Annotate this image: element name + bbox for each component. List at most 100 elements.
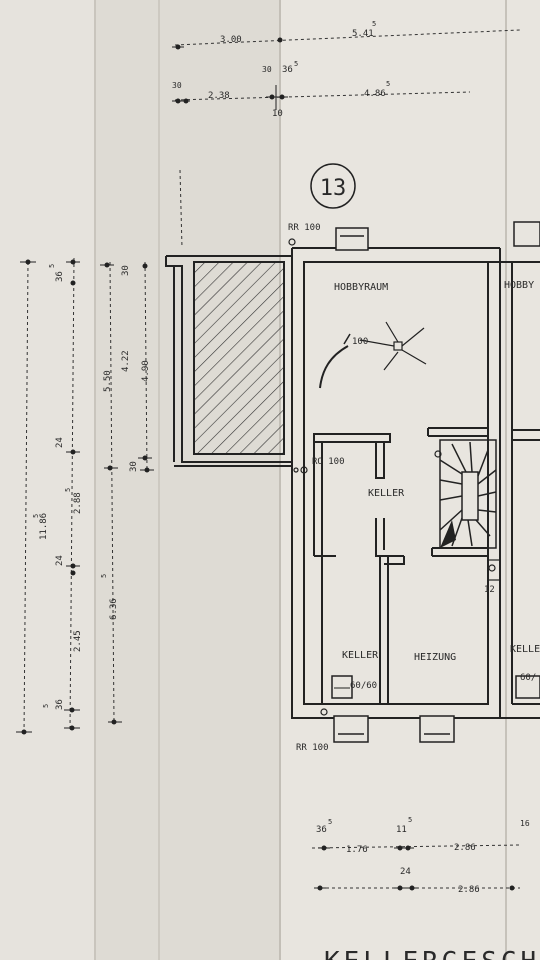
dimension-tick xyxy=(70,570,76,576)
pipe-label-neighbor-shaft: 60/ xyxy=(520,673,536,683)
partition-wall xyxy=(313,442,323,556)
partition-wall xyxy=(313,433,391,443)
pipe-marker xyxy=(293,467,299,473)
partition-wall xyxy=(375,442,385,479)
dim-bot-16: 16 xyxy=(520,819,530,828)
partition-wall xyxy=(379,556,389,704)
pipe-label-rr-top: RR 100 xyxy=(288,223,321,233)
dimension-tick xyxy=(70,280,76,286)
dim-left-36b-sup: 5 xyxy=(42,704,50,708)
neighbor-wall xyxy=(512,429,540,441)
leader-line xyxy=(179,169,183,249)
pipe-label-vent: 100 xyxy=(352,337,368,347)
dim-bot-176: 1.76 xyxy=(346,845,368,855)
pipe-label-rr-bottom: RR 100 xyxy=(296,743,329,753)
dimension-tick xyxy=(277,37,283,43)
pipe-label-shaft: 60/60 xyxy=(350,681,377,691)
stair-box xyxy=(487,559,501,581)
window xyxy=(333,715,369,743)
dim-bot-11: 11 xyxy=(396,825,407,835)
pipe-marker xyxy=(434,450,442,458)
dim-mid-550: 5.50 xyxy=(103,370,113,392)
dim-mid-490: 4.90 xyxy=(141,360,151,382)
dimension-line xyxy=(23,261,29,736)
paper-sheet-left xyxy=(0,0,95,960)
fold-line xyxy=(158,0,160,960)
pipe-marker xyxy=(288,238,296,246)
floor-title: KELLERGESCHO xyxy=(324,947,540,960)
partition-wall xyxy=(427,427,488,437)
dim-mid-636-sup: 5 xyxy=(100,574,108,578)
dim-bot-11-sup: 5 xyxy=(408,816,412,824)
dim-left-total: 11.86 xyxy=(39,513,49,540)
window xyxy=(419,715,455,743)
fold-line xyxy=(94,0,96,960)
dim-left-288: 2.88 xyxy=(73,492,83,514)
dimension-tick xyxy=(509,885,515,891)
dimension-line xyxy=(144,261,148,471)
pipe-label-ro: RO 100 xyxy=(312,457,345,467)
staircase xyxy=(439,439,497,549)
dim-left-24a: 24 xyxy=(55,437,65,448)
neighbor-wall xyxy=(488,248,540,719)
window xyxy=(335,227,369,251)
pipe-label-stair-note: 12 xyxy=(484,585,495,595)
dim-top-row1-b: 5.41 xyxy=(352,29,374,39)
dim-left-24b: 24 xyxy=(55,555,65,566)
dimension-line xyxy=(109,261,115,723)
dim-mid-30b: 30 xyxy=(129,461,139,472)
room-label-hobbyraum: HOBBYRAUM xyxy=(334,282,388,293)
dim-mid-422: 4.22 xyxy=(121,350,131,372)
room-label-hobby-neighbor: HOBBY xyxy=(504,280,534,291)
pipe-marker xyxy=(320,708,328,716)
garage-hatched-area xyxy=(193,261,285,455)
paper-sheet-mid xyxy=(95,0,280,960)
dim-top-row1-a: 3.00 xyxy=(220,35,242,45)
outer-wall xyxy=(291,248,500,719)
house-number: 13 xyxy=(320,176,347,201)
dim-left-total-sup: 5 xyxy=(32,514,40,518)
dim-top-row2-a: 2.38 xyxy=(208,91,230,101)
dim-top-row2-b-sup: 5 xyxy=(294,60,298,68)
dim-top-x2: 30 xyxy=(262,65,272,74)
dim-top-row2-c-sup: 5 xyxy=(386,80,390,88)
dim-left-245: 2.45 xyxy=(73,630,83,652)
partition-wall xyxy=(375,518,404,557)
room-label-keller: KELLER xyxy=(368,488,405,499)
neighbor-shaft-box xyxy=(515,675,540,699)
pipe-marker xyxy=(300,466,308,474)
partition-wall xyxy=(431,547,488,557)
dim-top-row1-b-sup: 5 xyxy=(372,20,376,28)
dim-left-36: 36 xyxy=(55,271,65,282)
room-label-keller-neighbor: KELLE xyxy=(510,644,540,655)
light-fixture-icon xyxy=(359,321,427,371)
partition-wall xyxy=(384,556,405,565)
dim-left-36-sup: 5 xyxy=(48,264,56,268)
dim-top-row2-c: 4.86 xyxy=(364,89,386,99)
partition-wall xyxy=(314,555,336,704)
dim-bot-36: 36 xyxy=(316,825,327,835)
pipe-marker xyxy=(488,564,496,572)
dim-mid-30a: 30 xyxy=(121,265,131,276)
house-number-circle xyxy=(310,163,356,209)
fold-line xyxy=(279,0,281,960)
dim-top-x1: 30 xyxy=(172,81,182,90)
dimension-tick xyxy=(142,263,148,269)
fold-line xyxy=(505,0,507,960)
partition-wall xyxy=(319,345,349,389)
vent-symbol xyxy=(343,333,351,345)
dim-top-row2-b: 36 xyxy=(282,65,293,75)
room-label-keller-bottom: KELLER xyxy=(342,650,379,661)
inner-wall xyxy=(303,261,489,705)
dim-left-288-sup: 5 xyxy=(64,488,72,492)
shaft-box xyxy=(331,675,353,699)
dim-bot-286b: 2.86 xyxy=(458,885,480,895)
dim-mid-636: 6.36 xyxy=(109,598,119,620)
dimension-line xyxy=(311,844,521,849)
window xyxy=(513,221,540,247)
dim-left-36b: 36 xyxy=(55,699,65,710)
dim-top-10: 10 xyxy=(272,109,283,119)
room-label-heizung: HEIZUNG xyxy=(414,652,456,663)
dim-bot-286a: 2.86 xyxy=(454,843,476,853)
